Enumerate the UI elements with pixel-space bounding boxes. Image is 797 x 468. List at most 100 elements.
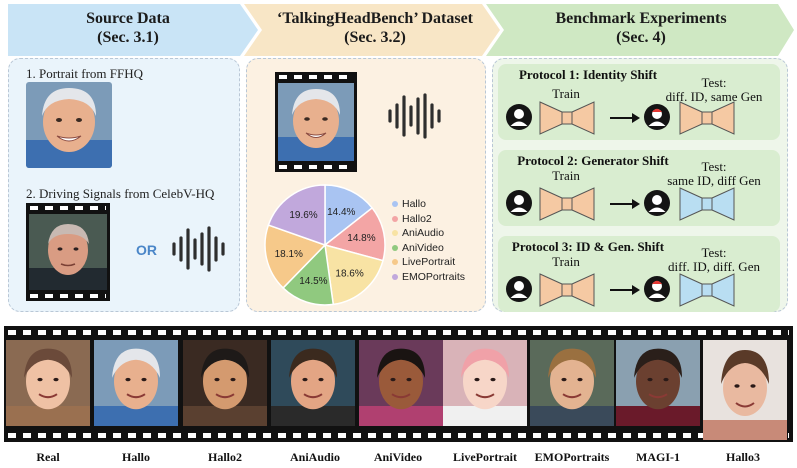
sample-face-liveportrait bbox=[443, 340, 527, 426]
test-person-icon bbox=[644, 104, 670, 130]
sample-face-hallo bbox=[94, 340, 178, 426]
pie-slice-liveportrait bbox=[264, 224, 327, 290]
protocol-diagram bbox=[506, 101, 735, 135]
dataset-header-bg bbox=[244, 4, 500, 56]
test-encoder-icon bbox=[679, 187, 735, 221]
train-encoder-icon bbox=[539, 101, 595, 135]
film-holes-bottom bbox=[30, 294, 106, 298]
or-label: OR bbox=[136, 242, 157, 258]
legend-swatch bbox=[392, 215, 398, 222]
pie-slice-aniaudio bbox=[324, 243, 384, 306]
legend-label: AniVideo bbox=[402, 241, 444, 254]
sample-label-aniaudio: AniAudio bbox=[289, 450, 341, 464]
pie-slice-label: 18.1% bbox=[275, 249, 303, 260]
sample-face-emoportraits bbox=[530, 340, 614, 426]
driving-label: 2. Driving Signals from CelebV-HQ bbox=[26, 186, 215, 201]
train-person-icon bbox=[506, 190, 532, 216]
arrow-icon bbox=[610, 199, 640, 209]
sample-face-hallo2 bbox=[183, 340, 267, 426]
train-person-icon bbox=[506, 104, 532, 130]
bench-header: Benchmark Experiments (Sec. 4) bbox=[500, 0, 782, 56]
dataset-header-sub: (Sec. 3.2) bbox=[344, 29, 406, 46]
train-label: Train bbox=[552, 168, 580, 183]
test-label: Test: bbox=[701, 245, 727, 260]
protocol-diagram bbox=[506, 187, 735, 221]
pie-slice-label: 14.8% bbox=[347, 233, 375, 244]
film-holes-top bbox=[279, 75, 353, 79]
pie-slice-label: 19.6% bbox=[289, 210, 317, 221]
pie-slice-label: 14.5% bbox=[299, 276, 327, 287]
protocol-card-1: Protocol 1: Identity Shift Train Test: d… bbox=[498, 64, 780, 140]
protocol-title: Protocol 2: Generator Shift bbox=[517, 153, 669, 168]
sample-label-real: Real bbox=[36, 450, 60, 464]
sample-label-anivideo: AniVideo bbox=[373, 450, 423, 464]
legend-item-anivideo: AniVideo bbox=[392, 241, 484, 256]
source-header-title: Source Data bbox=[86, 10, 170, 27]
film-holes-top bbox=[30, 206, 106, 210]
sample-face-anivideo bbox=[359, 340, 443, 426]
celebv-face bbox=[29, 214, 107, 290]
test-person-icon bbox=[644, 276, 670, 302]
train-encoder-icon bbox=[539, 273, 595, 307]
portrait-label: 1. Portrait from FFHQ bbox=[26, 66, 143, 81]
protocol-card-3: Protocol 3: ID & Gen. Shift Train Test: … bbox=[498, 236, 780, 312]
train-person-icon bbox=[506, 276, 532, 302]
legend-label: Hallo bbox=[402, 198, 426, 211]
legend-item-liveportrait: LivePortrait bbox=[392, 255, 484, 270]
arrow-icon bbox=[610, 113, 640, 123]
source-header-sub: (Sec. 3.1) bbox=[97, 29, 159, 46]
sample-label-liveportrait: LivePortrait bbox=[453, 450, 517, 464]
dataset-header: ‘TalkingHeadBench’ Dataset (Sec. 3.2) bbox=[256, 0, 494, 56]
header-arrows bbox=[8, 4, 794, 56]
protocol-title: Protocol 3: ID & Gen. Shift bbox=[511, 239, 665, 254]
strip-holes-bottom bbox=[8, 433, 789, 438]
sample-face-real bbox=[6, 340, 90, 426]
ffhq-portrait bbox=[26, 82, 112, 168]
test-detail: diff. ID, diff. Gen bbox=[668, 259, 760, 274]
legend-label: LivePortrait bbox=[402, 256, 456, 269]
pie-slice-label: 18.6% bbox=[335, 268, 363, 279]
bench-header-title: Benchmark Experiments bbox=[555, 10, 727, 27]
test-encoder-icon bbox=[679, 101, 735, 135]
sample-label-hallo2: Hallo2 bbox=[207, 450, 242, 464]
dataset-pie-chart: 14.4% 14.8% 18.6% 14.5% 18.1% 19.6% bbox=[264, 184, 386, 306]
sample-label-hallo3: Hallo3 bbox=[725, 450, 760, 464]
legend-item-hallo: Hallo bbox=[392, 197, 484, 212]
arrow-icon bbox=[610, 285, 640, 295]
train-encoder-icon bbox=[539, 187, 595, 221]
legend-swatch bbox=[392, 201, 398, 208]
sample-label-emoportraits: EMOPortraits bbox=[534, 450, 610, 464]
sample-face-hallo3 bbox=[703, 340, 787, 440]
pie-slice-anivideo bbox=[282, 243, 335, 306]
test-person-icon bbox=[644, 190, 670, 216]
dataset-video-film bbox=[275, 72, 357, 172]
train-label: Train bbox=[552, 86, 580, 101]
test-detail: same ID, diff Gen bbox=[667, 173, 761, 188]
film-holes-bottom bbox=[279, 165, 353, 169]
legend-item-emoportraits: EMOPortraits bbox=[392, 270, 484, 285]
train-label: Train bbox=[552, 254, 580, 269]
protocol-title: Protocol 1: Identity Shift bbox=[518, 67, 658, 82]
sample-face-magi-1 bbox=[616, 340, 700, 426]
legend-label: Hallo2 bbox=[402, 212, 432, 225]
sample-label-magi-1: MAGI-1 bbox=[636, 450, 680, 464]
bench-header-sub: (Sec. 4) bbox=[616, 29, 666, 46]
legend-swatch bbox=[392, 230, 398, 237]
legend-swatch bbox=[392, 259, 398, 266]
strip-holes-top bbox=[8, 330, 789, 335]
dataset-header-title: ‘TalkingHeadBench’ Dataset bbox=[276, 10, 473, 27]
source-header-bg bbox=[8, 4, 258, 56]
sample-label-hallo: Hallo bbox=[121, 450, 150, 464]
pie-slice-hallo bbox=[324, 184, 374, 247]
legend-label: AniAudio bbox=[402, 227, 445, 240]
pie-slice-label: 14.4% bbox=[327, 207, 355, 218]
pie-slice-emoportraits bbox=[267, 184, 326, 247]
protocol-card-2: Protocol 2: Generator Shift Train Test: … bbox=[498, 150, 780, 226]
driving-video-film bbox=[26, 203, 110, 301]
dataset-face bbox=[278, 83, 354, 161]
legend-label: EMOPortraits bbox=[402, 270, 466, 283]
test-label: Test: bbox=[701, 75, 727, 90]
source-header: Source Data (Sec. 3.1) bbox=[10, 0, 246, 56]
pie-slice-hallo2 bbox=[323, 206, 386, 262]
